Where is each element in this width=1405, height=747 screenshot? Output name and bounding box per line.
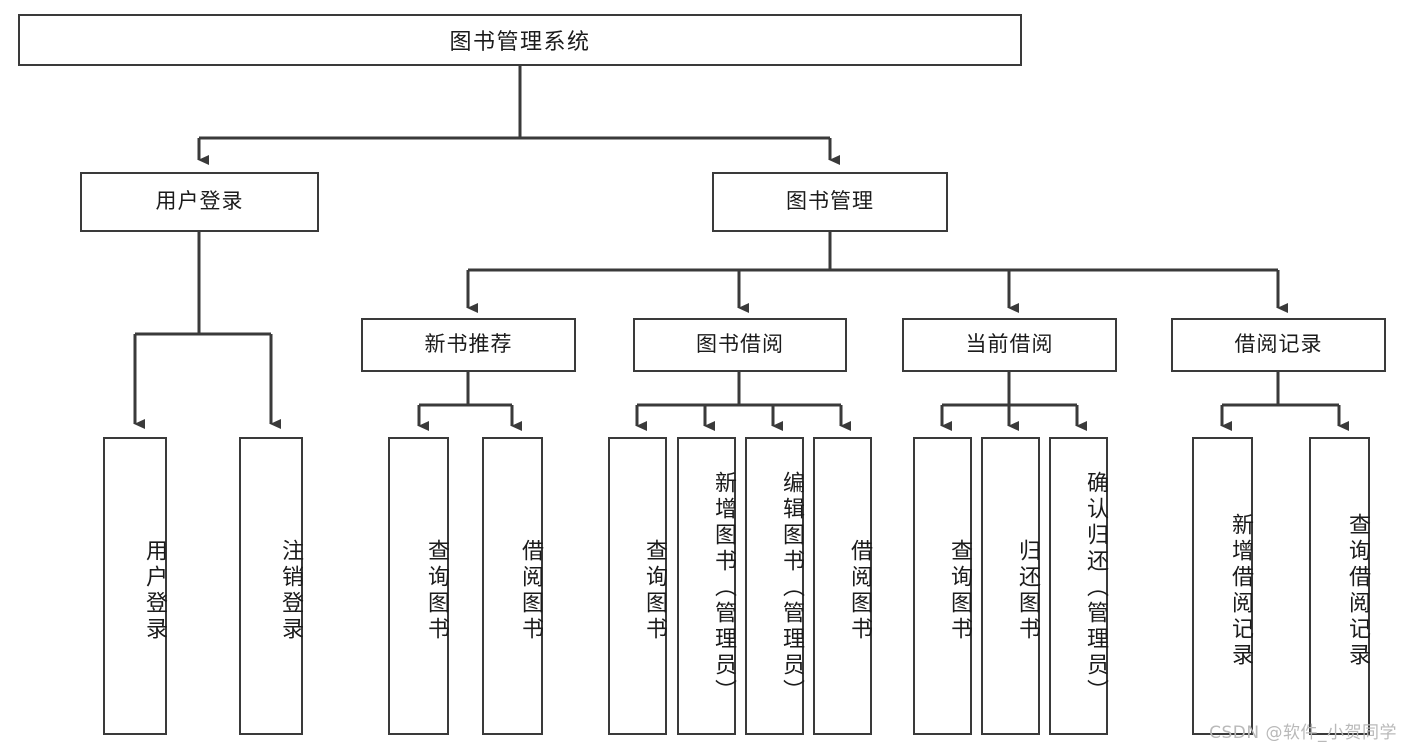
node-label: 查询图书: [424, 539, 449, 643]
node-label: 归还图书: [1015, 539, 1040, 643]
node-label: 图书管理系统: [449, 30, 591, 55]
csdn-watermark: CSDN @软件_小贺同学: [1209, 723, 1397, 743]
leaf-borrow-book[interactable]: 借阅图书: [813, 437, 872, 735]
node-label: 借阅图书: [847, 539, 872, 643]
node-label: 新增图书（管理员）: [711, 471, 736, 705]
leaf-add-borrow-record[interactable]: 新增借阅记录: [1192, 437, 1253, 735]
leaf-query-book-current[interactable]: 查询图书: [913, 437, 972, 735]
leaf-borrow-book-recommend[interactable]: 借阅图书: [482, 437, 543, 735]
leaf-confirm-return-admin[interactable]: 确认归还（管理员）: [1049, 437, 1108, 735]
leaf-query-book-borrow[interactable]: 查询图书: [608, 437, 667, 735]
node-label: 新书推荐: [424, 332, 513, 357]
node-label: 新增借阅记录: [1228, 513, 1253, 669]
node-current-borrow[interactable]: 当前借阅: [902, 318, 1117, 372]
node-root-system[interactable]: 图书管理系统: [18, 14, 1022, 66]
node-borrow-record[interactable]: 借阅记录: [1171, 318, 1386, 372]
leaf-add-book-admin[interactable]: 新增图书（管理员）: [677, 437, 736, 735]
node-label: 用户登录: [155, 189, 244, 214]
leaf-logout-login[interactable]: 注销登录: [239, 437, 303, 735]
leaf-edit-book-admin[interactable]: 编辑图书（管理员）: [745, 437, 804, 735]
node-label: 图书借阅: [696, 332, 784, 357]
node-book-management[interactable]: 图书管理: [712, 172, 948, 232]
node-label: 借阅记录: [1234, 332, 1323, 357]
node-user-login[interactable]: 用户登录: [80, 172, 319, 232]
node-label: 查询图书: [947, 539, 972, 643]
node-label: 用户登录: [142, 539, 167, 643]
node-label: 借阅图书: [518, 539, 543, 643]
node-label: 图书管理: [786, 189, 874, 214]
node-label: 查询图书: [642, 539, 667, 643]
node-label: 编辑图书（管理员）: [779, 471, 804, 705]
node-label: 查询借阅记录: [1345, 513, 1370, 669]
node-label: 注销登录: [278, 539, 303, 643]
leaf-query-borrow-record[interactable]: 查询借阅记录: [1309, 437, 1370, 735]
leaf-user-login[interactable]: 用户登录: [103, 437, 167, 735]
leaf-return-book[interactable]: 归还图书: [981, 437, 1040, 735]
node-label: 确认归还（管理员）: [1083, 471, 1108, 705]
node-label: 当前借阅: [965, 332, 1054, 357]
node-new-book-recommend[interactable]: 新书推荐: [361, 318, 576, 372]
leaf-query-book-recommend[interactable]: 查询图书: [388, 437, 449, 735]
node-book-borrow[interactable]: 图书借阅: [633, 318, 847, 372]
